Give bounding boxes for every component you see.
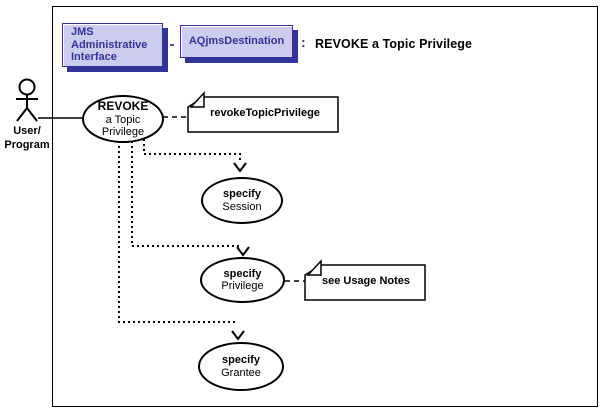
arrowhead-session-icon bbox=[233, 162, 247, 173]
usecase-title: REVOKE bbox=[97, 99, 149, 114]
diagram-frame bbox=[52, 6, 598, 407]
note-fold-icon bbox=[189, 91, 205, 108]
usecase-subtitle: a Topic Privilege bbox=[101, 113, 145, 138]
note-fold-icon bbox=[306, 259, 322, 276]
diagram-title: REVOKE a Topic Privilege bbox=[315, 37, 473, 51]
header-colon: : bbox=[301, 34, 306, 50]
usecase-specify-privilege: specify Privilege bbox=[200, 257, 285, 303]
usecase-subtitle: Grantee bbox=[221, 366, 261, 379]
dotted-connector-session bbox=[143, 139, 241, 162]
usage-note-label: see Usage Notes bbox=[321, 275, 411, 287]
jms-administrative-interface-button[interactable]: JMS Administrative Interface bbox=[62, 23, 163, 67]
usecase-title: specify bbox=[223, 267, 262, 280]
usecase-specify-session: specify Session bbox=[201, 177, 283, 224]
usage-note-shape bbox=[304, 259, 426, 301]
arrowhead-grantee-icon bbox=[231, 330, 245, 341]
dotted-connector-privilege bbox=[131, 141, 242, 247]
usecase-title: specify bbox=[223, 188, 261, 201]
usecase-specify-grantee: specify Grantee bbox=[198, 342, 284, 391]
arrowhead-privilege-icon bbox=[236, 246, 250, 257]
method-note-shape bbox=[187, 91, 339, 133]
usecase-subtitle: Privilege bbox=[221, 280, 264, 292]
aqjmsdestination-button[interactable]: AQjmsDestination bbox=[180, 25, 293, 58]
actor-icon bbox=[16, 78, 38, 122]
usecase-title: specify bbox=[222, 354, 260, 367]
method-note-label: revokeTopicPrivilege bbox=[210, 107, 320, 119]
usecase-revoke-topic-privilege: REVOKE a Topic Privilege bbox=[82, 95, 164, 143]
usecase-subtitle: Session bbox=[222, 200, 262, 213]
separator-dash: - bbox=[169, 36, 175, 53]
dotted-connector-grantee bbox=[118, 141, 236, 323]
actor-label: User/ Program bbox=[4, 125, 50, 151]
